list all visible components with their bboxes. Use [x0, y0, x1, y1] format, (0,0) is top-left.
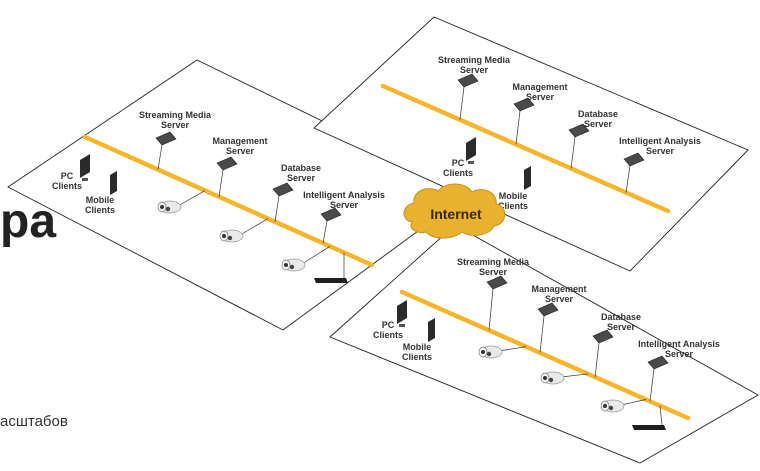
- uplink-line: [515, 110, 521, 145]
- uplink-line: [625, 165, 631, 193]
- camera-link: [239, 218, 269, 236]
- analysis-server-icon: [320, 207, 342, 222]
- mobile-device-icon: [524, 166, 531, 190]
- uplink-line: [649, 368, 655, 402]
- management-server-icon: [216, 156, 238, 171]
- uplink-line: [459, 86, 465, 120]
- database-server-icon: [568, 123, 590, 138]
- nvr-recorder-icon: [314, 278, 348, 283]
- site-outline: [313, 16, 749, 272]
- network-bus: [399, 289, 691, 421]
- pc-monitor-icon: [80, 154, 90, 178]
- uplink-line: [157, 144, 163, 170]
- streaming-server-icon: [155, 131, 177, 146]
- uplink-line: [539, 315, 545, 353]
- camera-link: [560, 373, 589, 378]
- uplink-line: [274, 195, 280, 222]
- analysis-server-icon: [647, 355, 669, 370]
- ip-camera-icon: [157, 200, 182, 214]
- database-server-icon: [272, 182, 294, 197]
- database-server-icon: [592, 329, 614, 344]
- camera-link: [177, 190, 206, 207]
- camera-link: [620, 399, 647, 406]
- ip-camera-icon: [219, 229, 244, 243]
- streaming-server-icon: [486, 275, 508, 290]
- ip-camera-icon: [540, 371, 565, 385]
- uplink-line: [322, 220, 328, 244]
- cloud-shape: [403, 183, 506, 239]
- ip-camera-icon: [478, 345, 503, 359]
- streaming-server-icon: [457, 73, 479, 88]
- uplink-line: [488, 288, 494, 331]
- management-server-icon: [537, 302, 559, 317]
- ip-camera-icon: [600, 399, 625, 413]
- network-bus: [380, 83, 671, 214]
- nvr-recorder-icon: [632, 425, 666, 430]
- cropped-text-fragment: асштабов: [0, 413, 68, 430]
- analysis-server-icon: [623, 152, 645, 167]
- network-bus: [82, 134, 375, 268]
- mobile-device-icon: [428, 318, 435, 342]
- ip-camera-icon: [281, 258, 306, 272]
- uplink-line: [570, 136, 576, 169]
- uplink-line: [594, 342, 600, 378]
- pc-monitor-icon: [466, 137, 476, 161]
- camera-link: [301, 245, 331, 265]
- uplink-line: [218, 169, 224, 197]
- mobile-device-icon: [110, 171, 117, 195]
- camera-link: [498, 346, 527, 352]
- pc-monitor-icon: [397, 300, 407, 324]
- management-server-icon: [513, 97, 535, 112]
- internet-label: Internet: [430, 206, 482, 222]
- internet-cloud: Internet: [403, 183, 506, 239]
- nvr-link: [659, 405, 663, 426]
